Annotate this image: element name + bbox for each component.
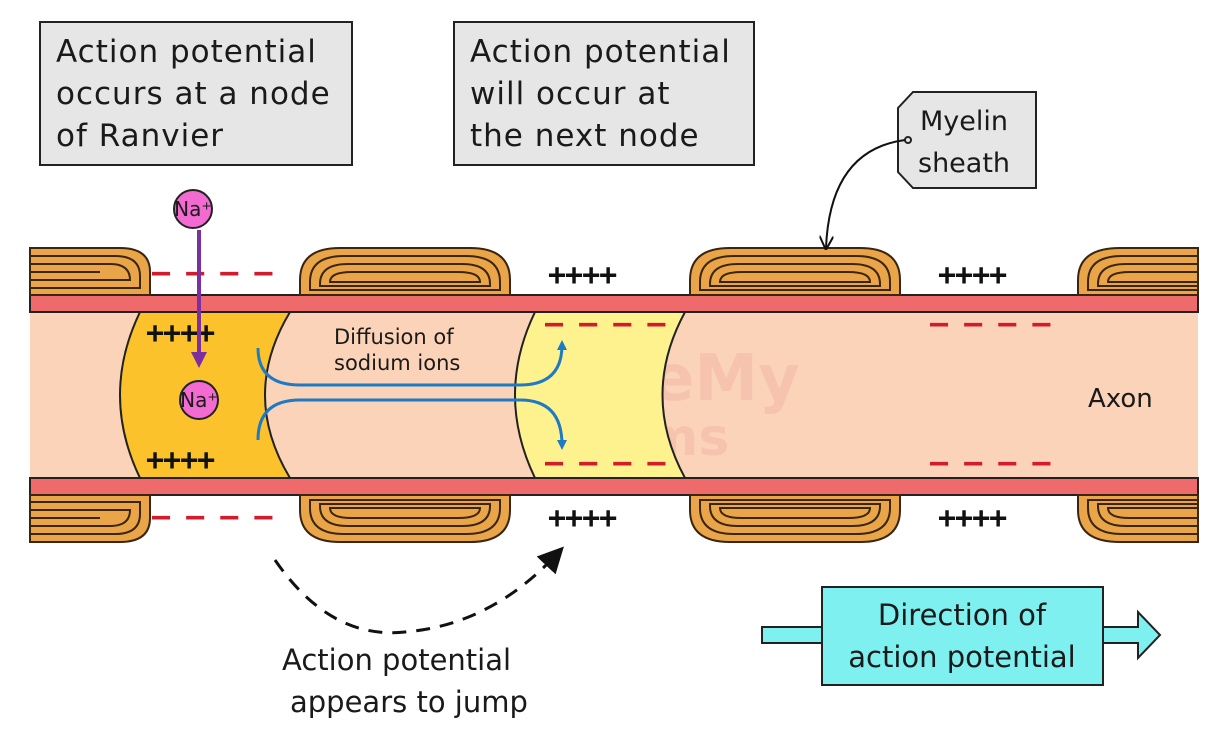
membrane-bottom xyxy=(29,477,1199,496)
diffusion-arrow-lower xyxy=(256,398,567,450)
myelin-segments xyxy=(29,247,1199,296)
jump-label-line2: appears to jump xyxy=(290,685,528,719)
next-node-box: Action potential will occur at the next … xyxy=(453,21,755,166)
outside-positive-charge: ++++ xyxy=(938,501,1007,536)
svg-text:action potential: action potential xyxy=(848,640,1075,674)
outside-positive-charge: ++++ xyxy=(548,501,617,536)
svg-text:the next node: the next node xyxy=(470,118,700,154)
diffusion-label-line2: sodium ions xyxy=(334,351,460,375)
jump-label: Action potential xyxy=(282,643,511,677)
inside-negative-charge: – – – – xyxy=(545,306,666,341)
occurs-at-node-box: Action potential occurs at a node of Ran… xyxy=(39,21,353,166)
svg-text:Action potential: Action potential xyxy=(56,34,317,70)
outside-negative-charge: – – – – xyxy=(152,255,273,290)
direction-indicator: Direction of action potential xyxy=(761,586,1162,686)
inside-negative-charge: – – – – xyxy=(545,445,666,480)
inside-negative-charge: – – – – xyxy=(930,306,1051,341)
sodium-ion-inside: Na⁺ xyxy=(179,380,219,420)
diffusion-label: Diffusion of xyxy=(334,325,454,349)
myelin-segments-bottom xyxy=(29,494,1199,543)
svg-text:occurs at a node: occurs at a node xyxy=(56,76,331,112)
next-node-region xyxy=(514,312,687,478)
sodium-ion-outside: Na⁺ xyxy=(173,189,213,229)
outside-negative-charge: – – – – xyxy=(152,499,273,534)
svg-text:sheath: sheath xyxy=(918,148,1010,179)
inside-positive-charge: ++++ xyxy=(146,443,215,478)
svg-text:of Ranvier: of Ranvier xyxy=(56,118,224,154)
membrane-top xyxy=(29,294,1199,313)
outside-positive-charge: ++++ xyxy=(548,258,617,293)
diffusion-arrow-upper xyxy=(256,340,567,387)
outside-positive-charge: ++++ xyxy=(938,258,1007,293)
svg-text:Na⁺: Na⁺ xyxy=(174,197,212,221)
inside-negative-charge: – – – – xyxy=(930,445,1051,480)
svg-text:Na⁺: Na⁺ xyxy=(180,388,218,412)
axon-label: Axon xyxy=(1088,384,1153,414)
svg-text:Action potential: Action potential xyxy=(470,34,731,70)
myelin-pointer-arrow xyxy=(826,139,906,248)
inside-positive-charge: ++++ xyxy=(146,316,215,351)
svg-text:Direction of: Direction of xyxy=(878,598,1047,632)
svg-text:Myelin: Myelin xyxy=(920,106,1008,137)
jump-arrow xyxy=(273,546,564,635)
svg-text:will occur at: will occur at xyxy=(470,76,671,112)
myelin-sheath-tag: Myelin sheath xyxy=(826,91,1037,248)
